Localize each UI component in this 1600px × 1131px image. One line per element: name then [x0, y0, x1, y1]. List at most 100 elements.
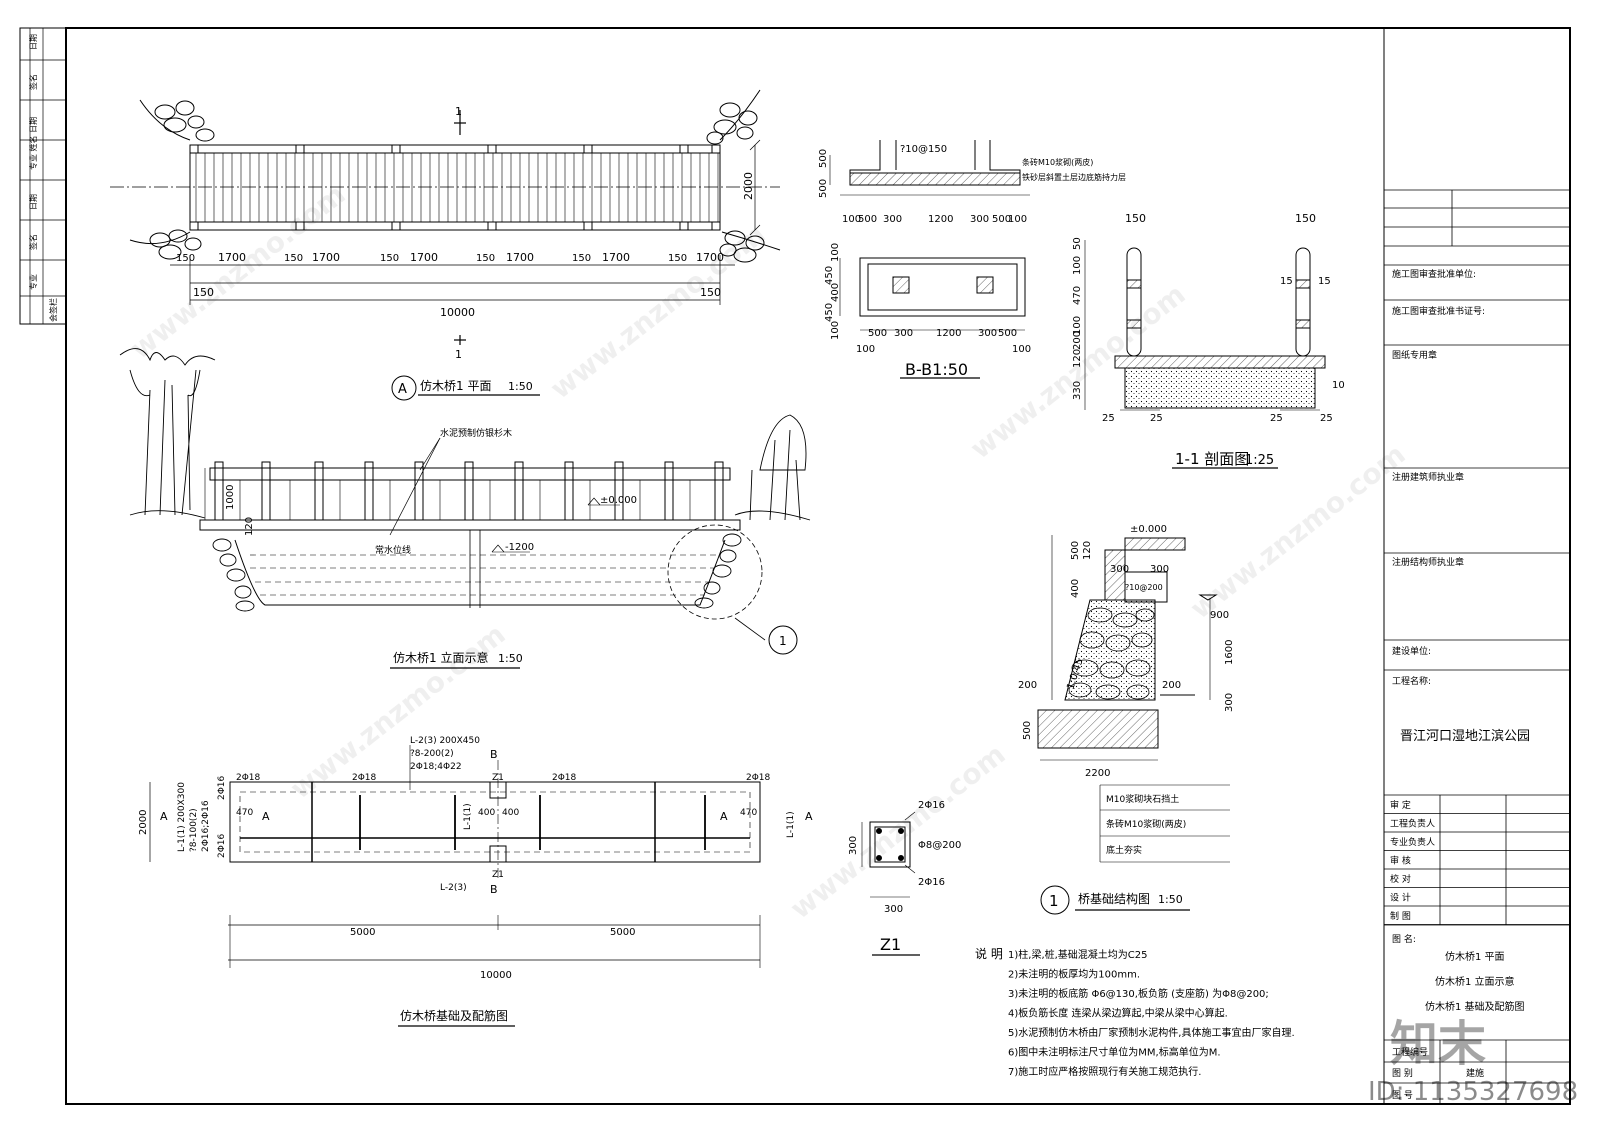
elev-post [514, 461, 524, 521]
bb-plan-dim: 300 [978, 328, 997, 339]
left-signature-strip [20, 28, 66, 324]
fd-l1-right: L-1(1) [786, 811, 796, 838]
fd-l2-bottom: L-2(3) [440, 883, 467, 893]
bb-title: B-B1:50 [905, 360, 968, 379]
z1-section [861, 811, 920, 956]
s11-scale: 1:25 [1245, 453, 1274, 468]
tb-drawing-name-2: 仿木桥1 立面示意 [1435, 975, 1515, 988]
tb-role-label: 审 核 [1390, 855, 1411, 867]
tb-role-label: 校 对 [1390, 873, 1411, 885]
strip-label-4: 日期 [29, 194, 38, 210]
bf-level: ±0.000 [1130, 524, 1167, 535]
elev-deck-height: 120 [244, 517, 255, 536]
plan-post [679, 144, 689, 154]
bb-top-dim: 500 [992, 214, 1011, 225]
strip-label-3: 专业 姓名 日期 [28, 117, 38, 170]
tb-footer-3: 图 号 [1392, 1090, 1413, 1101]
fd-beam-top-2: ?8-200(2) [410, 749, 454, 759]
bf-legend-1: M10浆砌块石挡土 [1106, 793, 1179, 805]
elev-post [261, 461, 271, 521]
plan-post [487, 221, 497, 231]
plan-total-dim: 10000 [440, 306, 475, 319]
plan-post [189, 144, 199, 154]
section-11 [1084, 240, 1326, 469]
elev-scale: 1:50 [498, 652, 523, 665]
s11-side-3: 10 [1332, 380, 1345, 391]
s11-bottom-4: 25 [1320, 413, 1333, 424]
fd-rebar-top-1: 2Φ18 [236, 773, 261, 783]
bb-plan-end-1: 100 [856, 344, 875, 355]
note-item: 2)未注明的板厚均为100mm. [1008, 968, 1140, 981]
bf-dim-left-1: 500 [1070, 541, 1081, 560]
fd-rebar-left-1: 2Φ16 [217, 775, 227, 800]
bf-d300: 300 [1224, 693, 1235, 712]
elev-rail-label: 水泥预制仿银杉木 [440, 427, 512, 439]
elevation-view [119, 348, 811, 655]
tb-client: 建设单位: [1392, 645, 1431, 657]
strip-label-7: 会签栏 [48, 298, 58, 322]
tb-drawing-name-1: 仿木桥1 平面 [1445, 950, 1505, 963]
tb-role-label: 审 定 [1390, 799, 1411, 811]
plan-post [189, 221, 199, 231]
fd-mark-a1: A [160, 810, 168, 823]
elev-post [214, 461, 224, 521]
bf-dim-top-1: 300 [1110, 564, 1129, 575]
fd-half-dim-2: 5000 [610, 927, 635, 938]
bf-legend-3: 底土夯实 [1106, 844, 1142, 856]
bf-dim-left-2: 120 [1082, 541, 1093, 560]
s11-height-dim: 470 [1072, 286, 1083, 305]
plan-post-dim: 150 [476, 253, 495, 264]
title-block [1384, 189, 1570, 1104]
plan-post [711, 221, 721, 231]
fd-mark-b2: B [490, 883, 498, 896]
note-item: 6)图中未注明标注尺寸单位为MM,标高单位为M. [1008, 1046, 1221, 1059]
fd-beam-side-1: L-1(1) 200X300 [177, 782, 187, 852]
bb-plan-dim: 1200 [936, 328, 961, 339]
fd-mid-dim-1: 400 [478, 808, 495, 818]
z1-rebar-2: 2Φ16 [918, 877, 945, 888]
strip-label-1: 日期 [29, 34, 38, 50]
watermark-site-5: www.znzmo.com [784, 738, 1012, 926]
plan-post-dim: 150 [572, 253, 591, 264]
s11-bottom-3: 25 [1270, 413, 1283, 424]
fd-mark-a2: A [262, 810, 270, 823]
plan-end-post-dim: 150 [176, 253, 195, 264]
fd-rebar-left-2: 2Φ16 [217, 833, 227, 858]
watermark-brand: 知末 [1390, 1016, 1486, 1072]
plan-bay-dim: 1700 [506, 251, 534, 264]
fd-rebar-top-3: 2Φ18 [552, 773, 577, 783]
plan-end-dim-right: 150 [700, 286, 721, 299]
bb-plan-height: 400 [830, 283, 841, 302]
elev-post [364, 461, 374, 521]
z1-stirrup: Φ8@200 [918, 840, 961, 851]
elev-post [314, 461, 324, 521]
bf-legend-2: 条砖M10浆砌(两皮) [1106, 818, 1186, 830]
tb-footer-1: 工程编号 [1392, 1046, 1428, 1058]
plan-title: 仿木桥1 平面 [420, 379, 491, 393]
plan-post-dim: 150 [668, 253, 687, 264]
fd-l1-mid: L-1(1) [463, 803, 473, 830]
z1-size-h: 300 [848, 836, 859, 855]
note-item: 4)板负筋长度 连梁从梁边算起,中梁从梁中心算起. [1008, 1007, 1228, 1020]
fd-beam-top-3: 2Φ18;4Φ22 [410, 762, 462, 772]
s11-side-2: 15 [1318, 276, 1331, 287]
bf-d900: 900 [1210, 610, 1229, 621]
bb-top-note: ?10@150 [900, 144, 947, 155]
elev-post [414, 461, 424, 521]
elev-detail-ref: 1 [779, 634, 787, 648]
elev-level-water: -1200 [505, 542, 534, 553]
bb-plan-height: 450 [824, 303, 835, 322]
elev-water-label: 常水位线 [375, 544, 411, 556]
plan-badge: A [398, 382, 407, 397]
bb-note-1: 条砖M10浆砌(两皮) [1022, 157, 1093, 167]
note-item: 7)施工时应严格按照现行有关施工规范执行. [1008, 1065, 1201, 1078]
fd-end-dim-left: 470 [236, 808, 253, 818]
note-item: 5)水泥预制仿木桥由厂家预制水泥构件,具体施工事宜由厂家自理. [1008, 1026, 1295, 1039]
plan-bay-dim: 1700 [312, 251, 340, 264]
s11-height-dim: 50 [1072, 237, 1083, 250]
plan-title-group: A 仿木桥1 平面 1:50 [391, 375, 540, 401]
bb-top-dim: 1200 [928, 214, 953, 225]
s11-height-dim: 330 [1072, 381, 1083, 400]
s11-title: 1-1 剖面图 [1175, 450, 1249, 468]
